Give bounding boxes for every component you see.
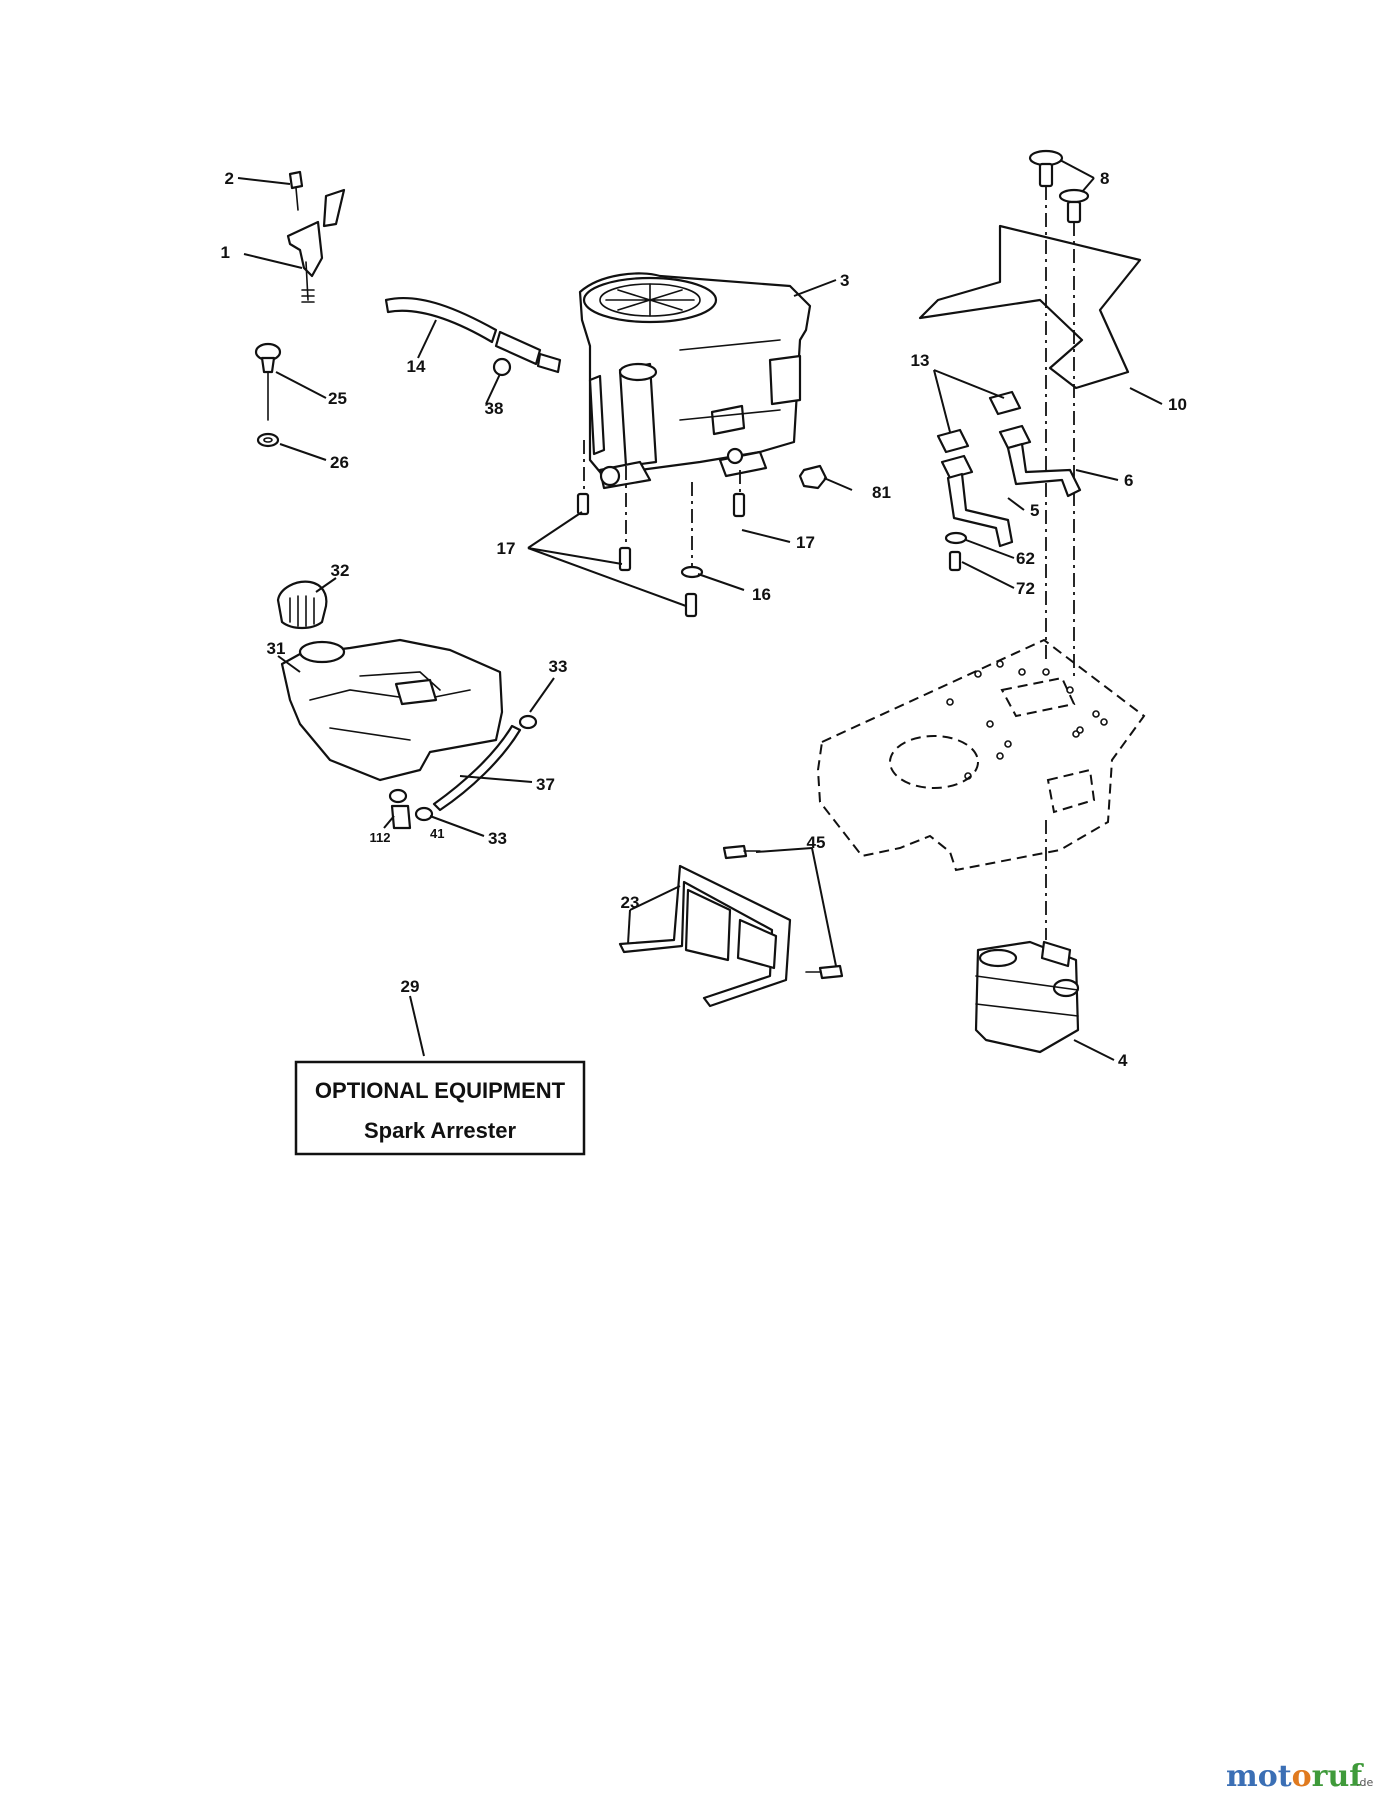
callout-10: 10 [1168, 395, 1187, 414]
nut-81-part [798, 464, 828, 490]
fuel-hose-part [384, 296, 562, 377]
optional-equipment-subtitle: Spark Arrester [364, 1118, 516, 1143]
callout-1: 1 [221, 243, 230, 262]
callout-45: 45 [807, 833, 826, 852]
callout-72: 72 [1016, 579, 1035, 598]
callout-13: 13 [911, 351, 930, 370]
callout-29: 29 [401, 977, 420, 996]
callout-17a: 17 [497, 539, 516, 558]
callout-numbers: 1 2 3 4 5 6 8 10 13 14 16 17 17 23 25 26… [221, 169, 1187, 1070]
muffler-part [974, 940, 1080, 1054]
svg-text:motoruf: motoruf [1226, 1759, 1364, 1794]
dipstick-part [254, 342, 282, 448]
callout-3: 3 [840, 271, 849, 290]
engine-part [578, 272, 812, 490]
callout-32: 32 [331, 561, 350, 580]
leader-lines [237, 159, 1163, 1061]
callout-17b: 17 [796, 533, 815, 552]
callout-62: 62 [1016, 549, 1035, 568]
watermark-brand-a: mot [1226, 1759, 1292, 1794]
heat-shield-part [618, 844, 844, 1008]
frame-holes [946, 660, 1108, 780]
callout-14: 14 [407, 357, 426, 376]
callout-23: 23 [621, 893, 640, 912]
callout-16: 16 [752, 585, 771, 604]
callout-26: 26 [330, 453, 349, 472]
callout-112: 112 [370, 830, 391, 845]
callout-31: 31 [267, 639, 286, 658]
muffler-shield-part [918, 149, 1142, 680]
callout-4: 4 [1118, 1051, 1128, 1070]
callout-81: 81 [872, 483, 891, 502]
watermark-brand-b: o [1292, 1759, 1312, 1794]
fuel-line-part [388, 714, 538, 830]
callout-33a: 33 [549, 657, 568, 676]
callout-5: 5 [1030, 501, 1039, 520]
callout-41: 41 [430, 826, 444, 841]
callout-25: 25 [328, 389, 347, 408]
engine-bolts-part [576, 440, 746, 618]
fuel-tank-part [280, 638, 504, 782]
fuel-cap-part [276, 580, 328, 630]
optional-equipment-title: OPTIONAL EQUIPMENT [315, 1078, 566, 1103]
callout-37: 37 [536, 775, 555, 794]
throttle-control-part [286, 170, 346, 303]
callout-8: 8 [1100, 169, 1109, 188]
callout-2: 2 [225, 169, 234, 188]
frame-outline [816, 638, 1146, 940]
exhaust-pipes-part [936, 390, 1082, 572]
callout-33b: 33 [488, 829, 507, 848]
watermark-suffix: .de [1356, 1776, 1373, 1789]
callout-6: 6 [1124, 471, 1133, 490]
motoruf-watermark: motoruf .de [1226, 1759, 1373, 1794]
callout-38: 38 [485, 399, 504, 418]
optional-equipment-box: OPTIONAL EQUIPMENT Spark Arrester [294, 1060, 586, 1156]
watermark-brand-c: ruf [1312, 1759, 1365, 1794]
